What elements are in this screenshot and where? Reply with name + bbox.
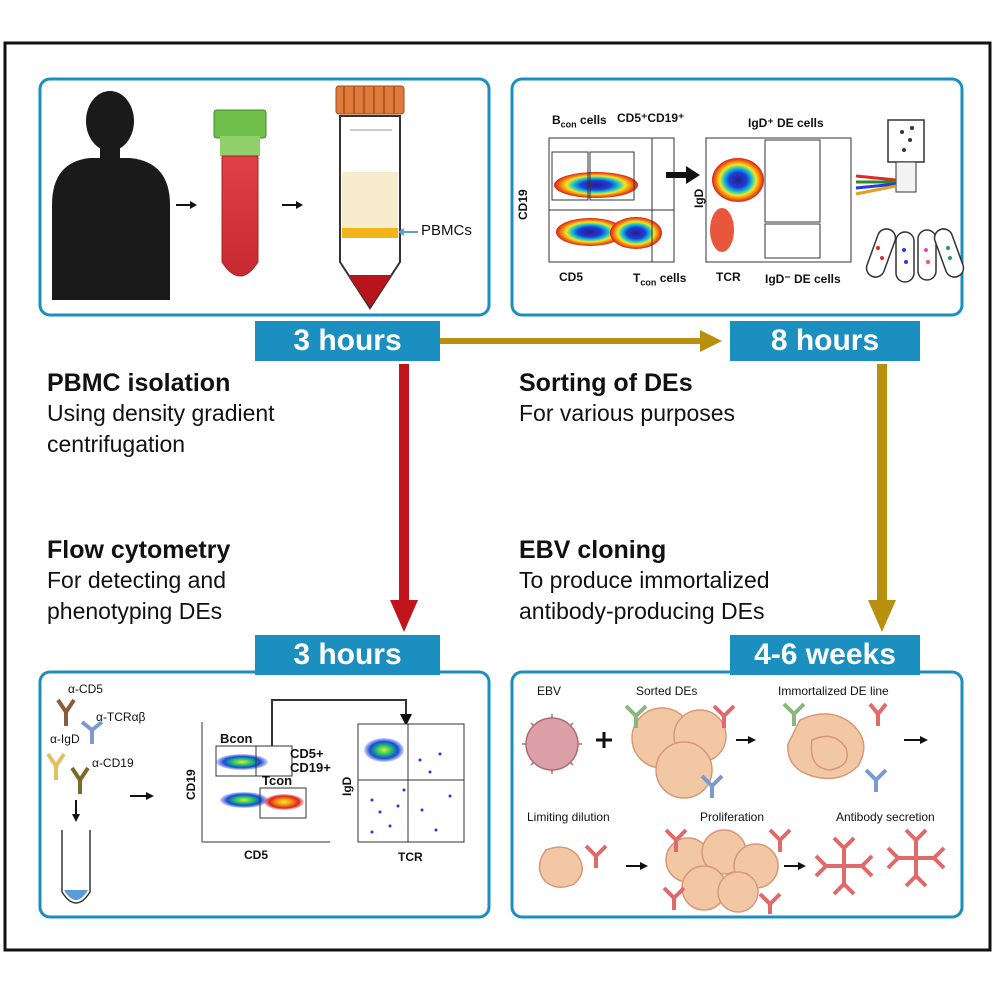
pbmc-layer-label: PBMCs bbox=[421, 222, 472, 239]
cd5-cd19-label: CD5⁺CD19⁺ bbox=[617, 111, 685, 125]
flow-x-axis-tcr: TCR bbox=[398, 850, 423, 864]
anti-cd19-label: α-CD19 bbox=[92, 756, 134, 770]
sorting-x-axis-cd5: CD5 bbox=[559, 270, 584, 284]
arrow-pbmc-to-flow bbox=[390, 364, 418, 632]
flow-y-axis-cd19: CD19 bbox=[184, 769, 198, 800]
anti-cd5-label: α-CD5 bbox=[68, 682, 103, 696]
sorting-x-axis-tcr: TCR bbox=[716, 270, 741, 284]
arrow-sorting-to-ebv bbox=[868, 364, 896, 632]
sorting-y-axis-cd19: CD19 bbox=[516, 189, 530, 220]
cell-sorter-icon bbox=[855, 119, 965, 283]
ebv-desc-1: To produce immortalized bbox=[519, 567, 770, 593]
arrow-icon bbox=[904, 736, 928, 744]
arrow-pbmc-to-sorting bbox=[440, 330, 722, 352]
anti-igd-label: α-IgD bbox=[50, 732, 80, 746]
sorting-plot-1 bbox=[548, 137, 675, 263]
immortalized-cells bbox=[782, 702, 888, 792]
outer-frame bbox=[3, 41, 992, 952]
flow-plot-1 bbox=[201, 699, 412, 843]
flow-x-axis-cd5: CD5 bbox=[244, 848, 269, 862]
sorting-time-tag: 8 hours bbox=[730, 321, 920, 361]
flow-y-axis-igd: IgD bbox=[340, 776, 354, 796]
flow-time-tag: 3 hours bbox=[255, 635, 440, 675]
sorting-desc-1: For various purposes bbox=[519, 400, 736, 426]
ebv-title: EBV cloning bbox=[519, 536, 667, 564]
flow-desc-1: For detecting and bbox=[47, 567, 227, 593]
arrow-icon bbox=[130, 792, 154, 800]
flow-plot-2 bbox=[357, 723, 465, 843]
flow-tcon-label: Tcon bbox=[262, 773, 293, 788]
igd-neg-label: IgD⁻ DE cells bbox=[765, 272, 841, 286]
arrow-icon bbox=[626, 862, 648, 870]
proliferation-cells bbox=[662, 828, 792, 914]
flow-cd5plus-label: CD5+ bbox=[290, 746, 324, 761]
pbmc-time-tag: 3 hours bbox=[255, 321, 440, 361]
ebv-desc-2: antibody-producing DEs bbox=[519, 598, 765, 624]
sorted-des-cells bbox=[624, 704, 736, 799]
pbmc-pointer bbox=[398, 228, 418, 236]
limiting-dilution-label: Limiting dilution bbox=[527, 810, 610, 824]
igd-pos-label: IgD⁺ DE cells bbox=[748, 116, 824, 130]
ebv-time-tag: 4-6 weeks bbox=[730, 635, 920, 675]
sorting-y-axis-igd: IgD bbox=[692, 188, 706, 208]
arrow-icon bbox=[736, 736, 756, 744]
sorting-plot-2 bbox=[705, 137, 852, 263]
proliferation-label: Proliferation bbox=[700, 810, 765, 824]
immortalized-label: Immortalized DE line bbox=[778, 684, 889, 698]
flow-desc-2: phenotyping DEs bbox=[47, 598, 223, 624]
secreted-antibodies bbox=[814, 828, 946, 896]
arrow-icon bbox=[784, 862, 806, 870]
pbmc-desc-2: centrifugation bbox=[47, 431, 186, 457]
centrifuge-tube bbox=[335, 85, 405, 310]
ebv-virus-icon bbox=[522, 714, 582, 774]
bcon-cells-label: Bcon cells bbox=[552, 113, 607, 130]
antibodies-icon bbox=[46, 698, 104, 904]
flow-title: Flow cytometry bbox=[47, 536, 231, 564]
sorted-des-label: Sorted DEs bbox=[636, 684, 698, 698]
pbmc-desc-1: Using density gradient bbox=[47, 400, 275, 426]
arrow-icon bbox=[282, 201, 303, 209]
arrow-icon bbox=[176, 201, 197, 209]
flow-cd19plus-label: CD19+ bbox=[290, 760, 331, 775]
sorting-title: Sorting of DEs bbox=[519, 369, 693, 397]
flow-bcon-label: Bcon bbox=[220, 731, 253, 746]
tcon-cells-label: Tcon cells bbox=[633, 271, 687, 288]
limiting-dilution-cell bbox=[538, 844, 608, 888]
pbmc-title: PBMC isolation bbox=[47, 369, 231, 397]
anti-tcr-label: α-TCRαβ bbox=[96, 710, 146, 724]
arrow-icon bbox=[666, 166, 700, 184]
blood-tube bbox=[213, 109, 267, 277]
human-silhouette bbox=[52, 91, 170, 300]
ebv-label: EBV bbox=[537, 684, 562, 698]
antibody-secretion-label: Antibody secretion bbox=[836, 810, 935, 824]
plus-icon bbox=[596, 732, 612, 748]
